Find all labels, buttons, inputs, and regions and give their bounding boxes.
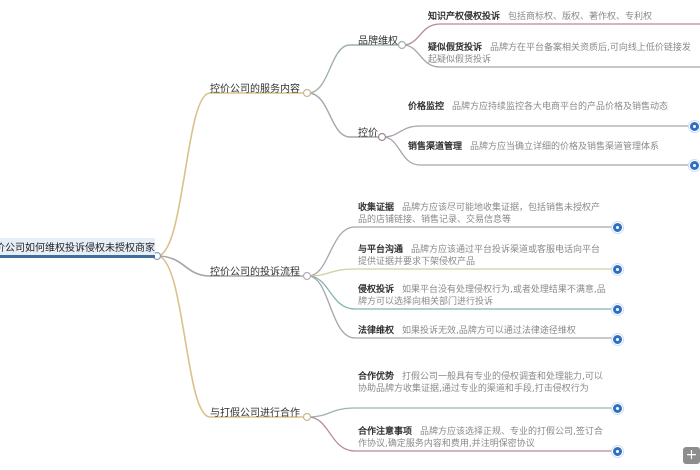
leaf-title: 疑似假货投诉: [428, 43, 483, 53]
leaf-text: 打假公司一般具有专业的侵权调查和处理能力,可以协助品牌方收集证据,通过专业的渠道…: [358, 372, 603, 394]
branch-label: 控价公司的服务内容: [210, 84, 300, 95]
add-node-button[interactable]: +: [683, 447, 700, 464]
branch-label: 与打假公司进行合作: [210, 408, 300, 419]
expand-button[interactable]: [689, 160, 700, 171]
subtopic-label: 品牌维权: [358, 36, 398, 47]
leaf-text: 品牌方应该通过平台投诉渠道或客服电话向平台提供证据并要求下架侵权产品: [358, 245, 601, 267]
expand-button[interactable]: [689, 121, 700, 132]
subtopic-brand-protection[interactable]: 品牌维权: [358, 32, 398, 47]
leaf-title: 价格监控: [408, 102, 445, 112]
leaf-sales-channel-management[interactable]: 销售渠道管理品牌方应当确立详细的价格及销售渠道管理体系: [408, 141, 678, 153]
expand-button[interactable]: [612, 334, 623, 345]
leaf-title: 销售渠道管理: [408, 142, 463, 152]
subtopic-label: 控价: [358, 128, 378, 139]
leaf-price-monitoring[interactable]: 价格监控品牌方应持续监控各大电商平台的产品价格及销售动态: [408, 101, 678, 113]
leaf-text: 如果平台没有处理侵权行为,或者处理结果不满意,品牌方可以选择向相关部门进行投诉: [358, 285, 606, 307]
expand-button[interactable]: [612, 304, 623, 315]
leaf-collect-evidence[interactable]: 收集证据品牌方应该尽可能地收集证据，包括销售未授权产品的店铺链接、销售记录、交易…: [358, 202, 608, 226]
branch-complaint-process[interactable]: 控价公司的投诉流程: [210, 263, 300, 278]
leaf-infringement-complaint[interactable]: 侵权投诉如果平台没有处理侵权行为,或者处理结果不满意,品牌方可以选择向相关部门进…: [358, 284, 608, 308]
leaf-text: 品牌方应当确立详细的价格及销售渠道管理体系: [470, 142, 660, 152]
expand-button[interactable]: [612, 403, 623, 414]
leaf-title: 合作注意事项: [358, 427, 413, 437]
leaf-title: 收集证据: [358, 203, 395, 213]
leaf-title: 侵权投诉: [358, 285, 395, 295]
branch-anti-counterfeit-cooperation[interactable]: 与打假公司进行合作: [210, 404, 300, 419]
leaf-title: 知识产权侵权投诉: [428, 12, 501, 22]
expand-button[interactable]: [612, 446, 623, 457]
leaf-text: 品牌方应持续监控各大电商平台的产品价格及销售动态: [452, 102, 669, 112]
leaf-text: 品牌方在平台备案相关资质后,可向线上低价链接发起疑似假货投诉: [428, 43, 691, 65]
leaf-legal-action[interactable]: 法律维权如果投诉无效,品牌方可以通过法律途径维权: [358, 325, 618, 337]
leaf-platform-communication[interactable]: 与平台沟通品牌方应该通过平台投诉渠道或客服电话向平台提供证据并要求下架侵权产品: [358, 244, 608, 268]
leaf-ip-complaint[interactable]: 知识产权侵权投诉包括商标权、版权、著作权、专利权: [428, 11, 700, 23]
root-topic[interactable]: 价公司如何维权投诉侵权未授权商家: [0, 238, 155, 258]
leaf-cooperation-notes[interactable]: 合作注意事项品牌方应该选择正规、专业的打假公司,签订合作协议,确定服务内容和费用…: [358, 426, 608, 450]
leaf-title: 与平台沟通: [358, 245, 404, 255]
expand-button[interactable]: [612, 222, 623, 233]
leaf-title: 法律维权: [358, 326, 395, 336]
leaf-title: 合作优势: [358, 372, 395, 382]
leaf-text: 品牌方应该尽可能地收集证据，包括销售未授权产品的店铺链接、销售记录、交易信息等: [358, 203, 601, 225]
subtopic-price-control[interactable]: 控价: [358, 124, 378, 139]
branch-service-content[interactable]: 控价公司的服务内容: [210, 80, 300, 95]
root-topic-label: 价公司如何维权投诉侵权未授权商家: [0, 243, 155, 254]
branch-label: 控价公司的投诉流程: [210, 267, 300, 278]
leaf-cooperation-advantage[interactable]: 合作优势打假公司一般具有专业的侵权调查和处理能力,可以协助品牌方收集证据,通过专…: [358, 371, 608, 395]
leaf-text: 品牌方应该选择正规、专业的打假公司,签订合作协议,确定服务内容和费用,并注明保密…: [358, 427, 603, 449]
leaf-text: 如果投诉无效,品牌方可以通过法律途径维权: [402, 326, 576, 336]
expand-button[interactable]: [612, 264, 623, 275]
leaf-counterfeit-complaint[interactable]: 疑似假货投诉品牌方在平台备案相关资质后,可向线上低价链接发起疑似假货投诉: [428, 42, 698, 66]
leaf-text: 包括商标权、版权、著作权、专利权: [508, 12, 653, 22]
